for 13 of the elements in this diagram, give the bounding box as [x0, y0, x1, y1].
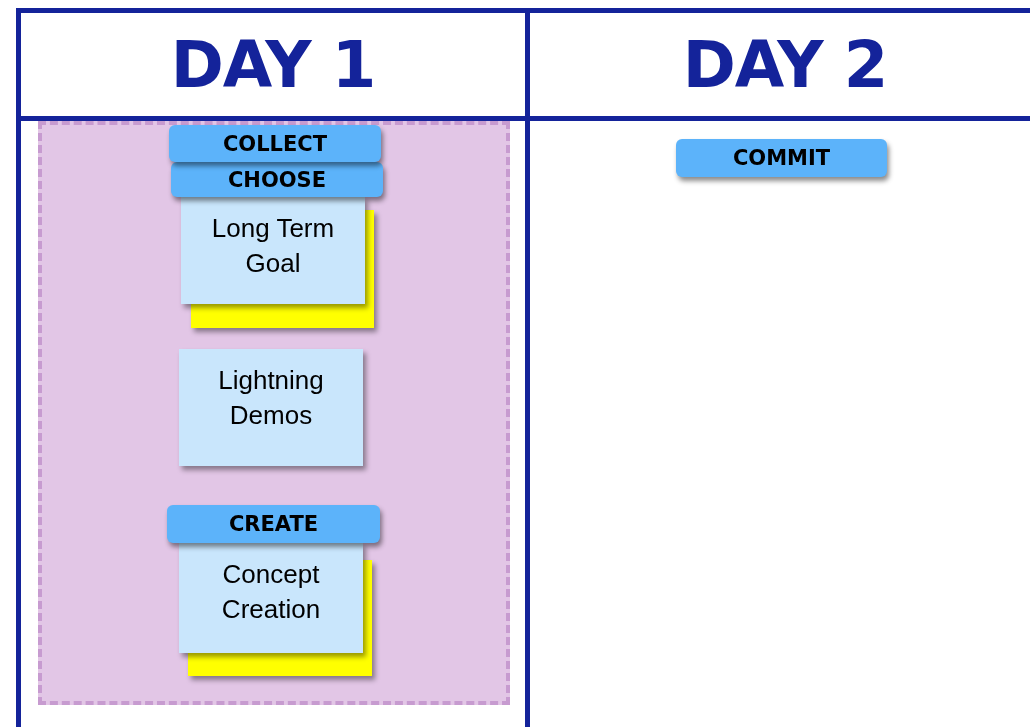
stage-tag: CHOOSE [171, 162, 383, 197]
sticky-note [179, 349, 363, 466]
column-heading: DAY 2 [682, 27, 888, 102]
sticky-note-stack [181, 197, 374, 328]
stage-tag: COMMIT [676, 139, 887, 177]
stage-tag: CREATE [167, 505, 380, 543]
column-heading: DAY 1 [170, 27, 376, 102]
note-text: Lightning Demos [217, 364, 325, 432]
note-text: Concept Creation [220, 558, 322, 626]
note-text: Long Term Goal [210, 212, 336, 280]
sticky-note-stack [179, 543, 372, 676]
dashed-area [38, 121, 510, 705]
stage-tag: COLLECT [169, 125, 381, 162]
